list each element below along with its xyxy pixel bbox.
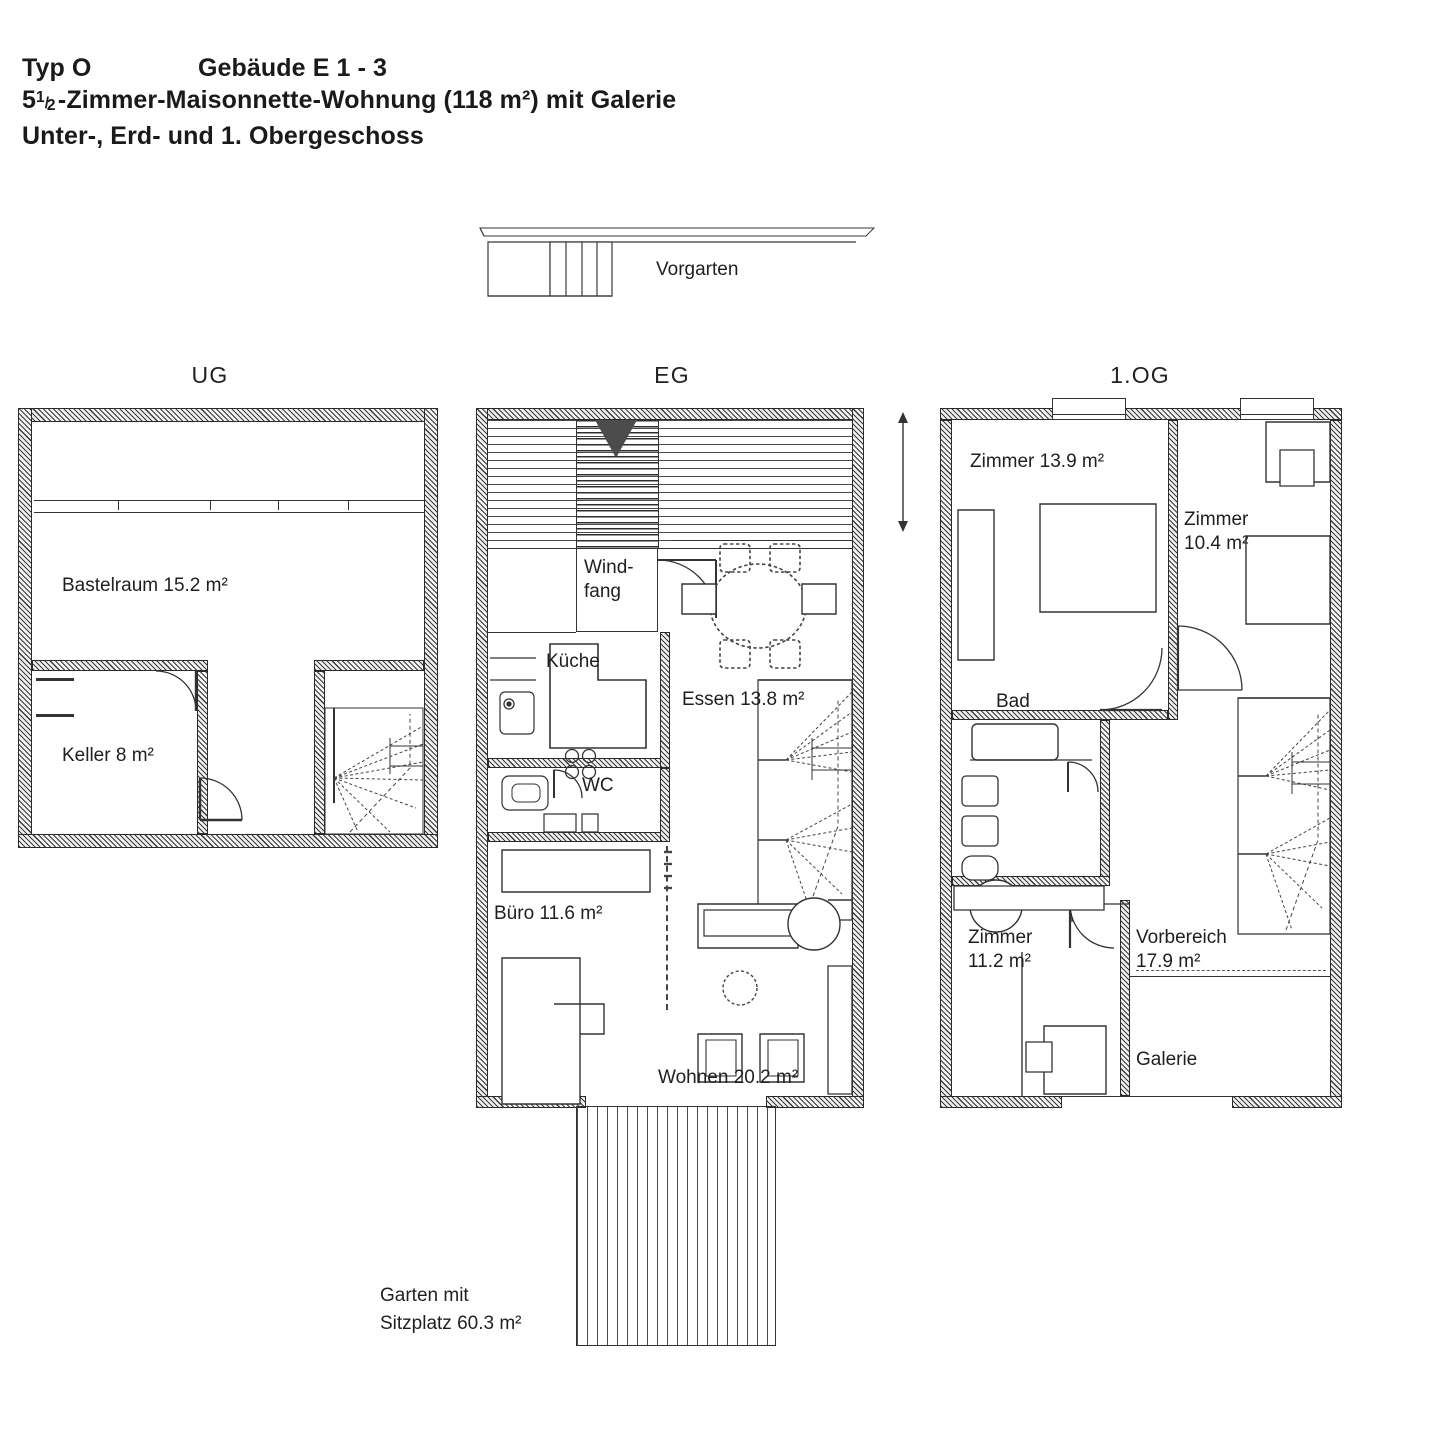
ug-wall-left <box>18 408 32 848</box>
og-partition-zimmer-mitte-right <box>1120 900 1130 1096</box>
eg-terrace-divider-right <box>658 420 659 548</box>
eg-partition-kitchen-right <box>660 632 670 768</box>
floor-plan-og: Zimmer 13.9 m² Zimmer 10.4 m² Bad Zimmer… <box>940 398 1342 1120</box>
eg-room-label-kueche: Küche <box>546 651 600 672</box>
og-zimmer-mitte-line-2: 11.2 m² <box>968 951 1032 972</box>
eg-room-label-buero: Büro 11.6 m² <box>494 903 603 924</box>
fraction-numerator: 1 <box>36 89 45 107</box>
vorgarten-site-plan: Vorgarten <box>478 220 878 305</box>
og-wall-bottom-right <box>1232 1096 1342 1108</box>
entrance-direction-arrow-icon <box>595 420 637 458</box>
ug-doors-and-stairs <box>18 408 438 848</box>
garden-terrace-decking <box>576 1106 776 1346</box>
ug-slab-tick-3 <box>278 500 279 510</box>
eg-room-windfang <box>576 548 658 632</box>
eg-partition-wc-right <box>660 768 670 842</box>
ug-partition-keller-top <box>32 660 208 671</box>
og-bottom-edge-mid <box>1062 1096 1232 1097</box>
og-zimmer-klein-line-2: 10.4 m² <box>1184 533 1249 554</box>
eg-terrace-divider-left <box>576 420 577 548</box>
eg-windfang-line-2: fang <box>584 581 621 602</box>
eg-wall-right <box>852 408 864 1108</box>
garden-label: Garten mit Sitzplatz 60.3 m² <box>380 1282 580 1338</box>
eg-kitchen-top-edge <box>488 632 576 633</box>
garden-label-line-1: Garten mit <box>380 1285 469 1306</box>
og-zimmer-mitte-line-1: Zimmer <box>968 927 1033 948</box>
vorgarten-label: Vorgarten <box>656 259 739 280</box>
apartment-description: -Zimmer-Maisonnette-Wohnung (118 m²) mit… <box>57 86 677 114</box>
og-room-label-zimmer-klein: Zimmer 10.4 m² <box>1184 508 1304 556</box>
og-room-label-galerie: Galerie <box>1136 1049 1198 1070</box>
ug-wall-top <box>18 408 438 422</box>
og-wall-top-left <box>940 408 1054 420</box>
og-wall-bottom-left <box>940 1096 1062 1108</box>
title-line-3: Unter-, Erd- und 1. Obergeschoss <box>22 122 424 150</box>
eg-wall-bottom-right <box>766 1096 864 1108</box>
title-line-2: 51/2-Zimmer-Maisonnette-Wohnung (118 m²)… <box>22 84 922 120</box>
rooms-fraction: 1/2 <box>36 89 56 114</box>
og-galerie-open-edge <box>1136 970 1326 971</box>
og-zimmer-klein-line-1: Zimmer <box>1184 509 1249 530</box>
og-wall-left <box>940 420 952 1108</box>
eg-room-label-windfang: Wind- fang <box>584 556 654 604</box>
eg-terrace-rail <box>672 540 852 541</box>
floor-caption-og: 1.OG <box>1110 362 1170 388</box>
og-galerie-divider <box>1130 976 1330 977</box>
ug-slab-tick-2 <box>210 500 211 510</box>
ug-room-label-bastelraum: Bastelraum 15.2 m² <box>62 575 228 596</box>
og-partition-zimmer-vertical <box>1168 420 1178 720</box>
og-partition-bad-top <box>952 710 1168 720</box>
eg-dimension-arrow <box>898 412 908 532</box>
ug-slab-tick-4 <box>348 500 349 510</box>
og-room-label-bad: Bad <box>996 691 1030 712</box>
plan-type-label: Typ O <box>22 54 92 82</box>
ug-slab-line-upper <box>34 500 424 501</box>
floor-caption-ug: UG <box>191 362 229 388</box>
og-room-label-zimmer-gross: Zimmer 13.9 m² <box>970 451 1105 472</box>
ug-partition-keller-right <box>197 671 208 834</box>
ug-room-label-keller: Keller 8 m² <box>62 745 154 766</box>
eg-terrace-bottom-edge <box>488 548 852 549</box>
ug-vent-mark-2 <box>36 714 74 717</box>
og-room-label-vorbereich: Vorbereich 17.9 m² <box>1136 926 1276 974</box>
og-vorbereich-line-2: 17.9 m² <box>1136 951 1201 972</box>
ug-vent-mark-1 <box>36 678 74 681</box>
og-window-left-rail <box>1052 414 1126 415</box>
eg-fixtures-and-furniture <box>476 408 864 1108</box>
og-room-label-zimmer-mitte: Zimmer 11.2 m² <box>968 926 1088 974</box>
eg-divider-buero-wohnen <box>666 846 668 1010</box>
ug-slab-line-lower <box>34 512 424 513</box>
building-label: Gebäude E 1 - 3 <box>198 54 388 82</box>
eg-room-label-essen: Essen 13.8 m² <box>682 689 805 710</box>
eg-windfang-line-1: Wind- <box>584 557 634 578</box>
og-wall-top-right <box>1312 408 1342 420</box>
eg-wall-left <box>476 408 488 1108</box>
og-fixtures-and-furniture <box>940 408 1342 1120</box>
title-block: Typ O Gebäude E 1 - 3 51/2-Zimmer-Maisonn… <box>22 52 922 152</box>
vorgarten-outline <box>478 220 878 305</box>
garden-label-line-2: Sitzplatz 60.3 m² <box>380 1313 522 1334</box>
apartment-rooms-prefix: 5 <box>22 86 37 114</box>
og-window-right-rail <box>1240 414 1314 415</box>
ug-partition-stair-top <box>314 660 424 671</box>
eg-entrance-terrace <box>488 420 852 548</box>
ug-wall-right <box>424 408 438 848</box>
ug-wall-bottom <box>18 834 438 848</box>
title-line-1: Typ O Gebäude E 1 - 3 <box>22 52 922 84</box>
floor-plan-eg: Wind- fang <box>476 408 864 1108</box>
eg-wall-top <box>476 408 864 420</box>
fraction-denominator: 2 <box>46 96 56 114</box>
og-vorbereich-line-1: Vorbereich <box>1136 927 1227 948</box>
eg-room-label-wohnen: Wohnen 20.2 m² <box>658 1067 799 1088</box>
eg-room-label-wc: WC <box>582 775 614 796</box>
floor-caption-eg: EG <box>654 362 690 388</box>
ug-slab-tick-1 <box>118 500 119 510</box>
floor-plan-ug: Bastelraum 15.2 m² Keller 8 m² <box>18 408 438 848</box>
